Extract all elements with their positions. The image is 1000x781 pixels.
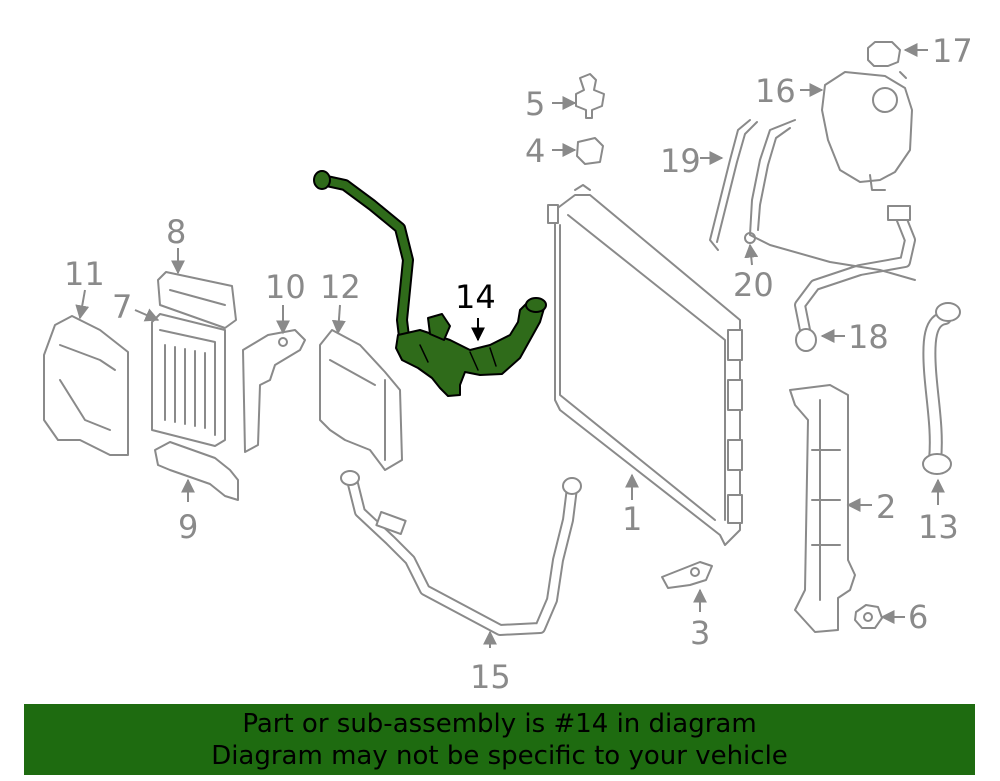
part-6-nut bbox=[854, 604, 883, 629]
callout-14: 14 bbox=[455, 278, 496, 316]
callout-7: 7 bbox=[112, 288, 132, 326]
banner-line-2: Diagram may not be specific to your vehi… bbox=[211, 740, 788, 771]
part-4-clip bbox=[576, 137, 604, 165]
callout-5: 5 bbox=[525, 85, 545, 123]
part-18-hose bbox=[794, 205, 916, 352]
callout-6: 6 bbox=[908, 598, 928, 636]
part-13-hose bbox=[922, 302, 961, 475]
part-5-fastener bbox=[575, 73, 605, 119]
part-17-cap bbox=[867, 41, 901, 67]
banner-line-1: Part or sub-assembly is #14 in diagram bbox=[242, 708, 757, 739]
leader-lines bbox=[75, 43, 945, 648]
part-9-bracket bbox=[154, 441, 239, 501]
part-14-hose-assembly-highlighted[interactable] bbox=[313, 170, 547, 397]
callout-11: 11 bbox=[64, 255, 105, 293]
part-1-radiator bbox=[547, 184, 743, 546]
part-11-duct bbox=[43, 315, 129, 456]
callout-18: 18 bbox=[848, 318, 889, 356]
callout-15: 15 bbox=[470, 658, 511, 696]
callout-labels: 1 2 3 4 5 6 7 8 9 10 11 12 13 14 15 16 1… bbox=[64, 32, 973, 696]
callout-13: 13 bbox=[918, 508, 959, 546]
callout-17: 17 bbox=[932, 32, 973, 70]
part-3-bracket bbox=[661, 561, 713, 589]
part-12-duct bbox=[319, 329, 403, 471]
callout-12: 12 bbox=[320, 268, 361, 306]
info-banner: Part or sub-assembly is #14 in diagram D… bbox=[24, 704, 975, 775]
part-2-bracket bbox=[789, 384, 856, 633]
part-16-tank bbox=[821, 71, 913, 191]
part-19-line bbox=[709, 119, 758, 251]
part-7-cooler bbox=[151, 313, 226, 447]
callout-8: 8 bbox=[166, 213, 186, 251]
callout-20: 20 bbox=[733, 266, 774, 304]
callout-2: 2 bbox=[876, 488, 896, 526]
callout-16: 16 bbox=[755, 72, 796, 110]
part-20-line bbox=[744, 119, 916, 281]
callout-3: 3 bbox=[690, 614, 710, 652]
part-8-bracket bbox=[157, 271, 237, 329]
part-15-pipe bbox=[340, 470, 582, 636]
callout-1: 1 bbox=[622, 500, 642, 538]
part-10-bracket bbox=[242, 329, 306, 453]
callout-10: 10 bbox=[265, 268, 306, 306]
callout-19: 19 bbox=[660, 142, 701, 180]
callout-4: 4 bbox=[525, 132, 545, 170]
parts-diagram: 1 2 3 4 5 6 7 8 9 10 11 12 13 14 15 16 1… bbox=[43, 32, 973, 696]
callout-9: 9 bbox=[178, 508, 198, 546]
